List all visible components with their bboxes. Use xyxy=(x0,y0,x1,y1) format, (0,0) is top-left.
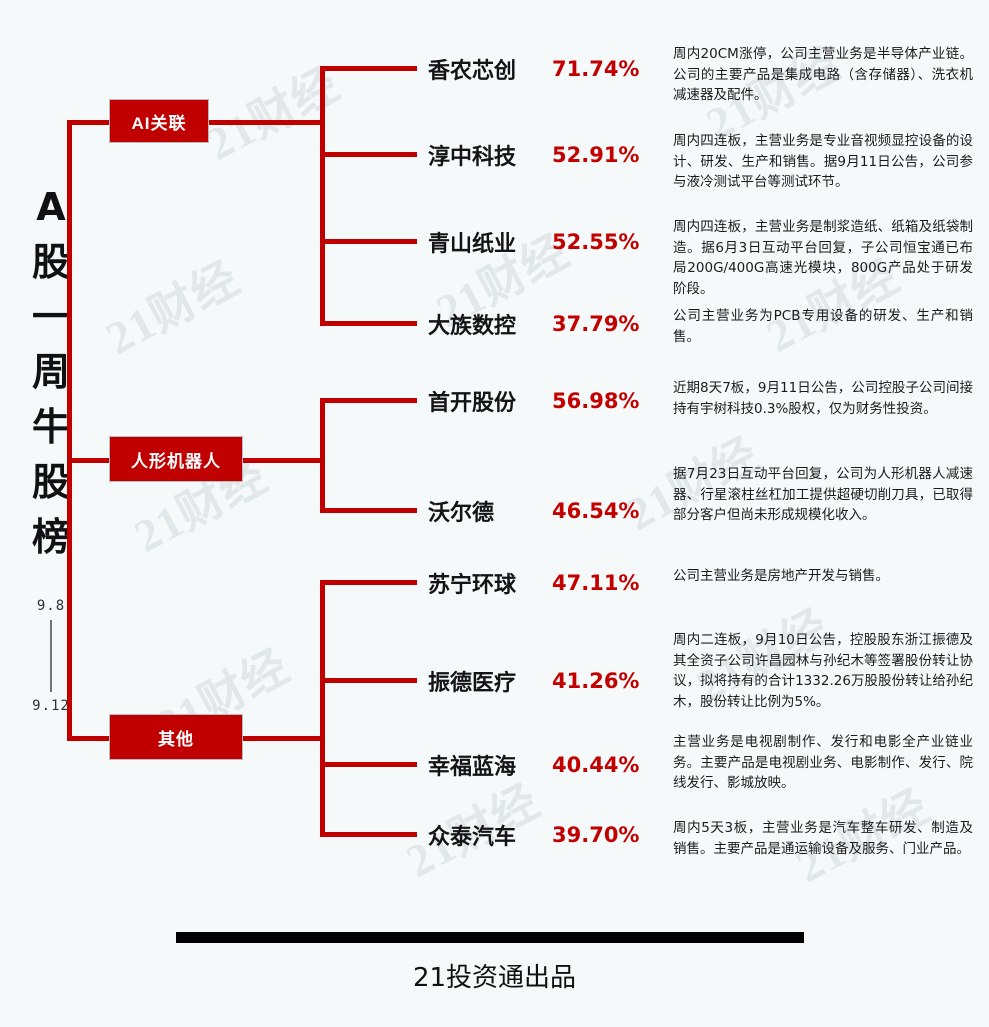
date-range-end: 9.12 xyxy=(32,698,70,714)
root-branch-ai xyxy=(67,120,109,125)
stock-row[interactable]: 首开股份 56.98% xyxy=(428,384,639,418)
category-label: 其他 xyxy=(158,729,194,749)
other-spine xyxy=(320,580,325,837)
title-char: 牛 xyxy=(31,405,70,449)
title-char: 股 xyxy=(31,240,70,284)
stock-row[interactable]: 淳中科技 52.91% xyxy=(428,138,639,172)
stock-row[interactable]: 大族数控 37.79% xyxy=(428,307,639,341)
stock-percent: 37.79% xyxy=(552,312,640,336)
title-char: A xyxy=(36,185,66,229)
stock-name: 香农芯创 xyxy=(428,59,517,84)
title-char: 周 xyxy=(31,350,70,394)
stock-percent: 39.70% xyxy=(552,823,640,847)
stock-percent: 56.98% xyxy=(552,389,640,413)
stock-row[interactable]: 苏宁环球 47.11% xyxy=(428,566,639,600)
stock-percent: 71.74% xyxy=(552,57,640,81)
ai-leaf-line-2 xyxy=(320,152,417,157)
ai-leaf-line-4 xyxy=(320,321,417,326)
ai-leaf-line-3 xyxy=(320,239,417,244)
footer-divider xyxy=(176,932,804,943)
stock-row[interactable]: 振德医疗 41.26% xyxy=(428,664,639,698)
stock-percent: 52.91% xyxy=(552,143,640,167)
other-leaf-line-2 xyxy=(320,678,417,683)
title-char: 一 xyxy=(31,295,70,339)
category-box-humanoid[interactable]: 人形机器人 xyxy=(109,436,243,482)
root-branch-humanoid xyxy=(67,458,109,463)
stock-name: 众泰汽车 xyxy=(428,825,517,850)
date-range: 9.8 9.12 xyxy=(12,598,90,714)
stock-row[interactable]: 幸福蓝海 40.44% xyxy=(428,748,639,782)
humanoid-stem xyxy=(243,458,325,463)
stock-percent: 52.55% xyxy=(552,230,640,254)
stock-name: 沃尔德 xyxy=(428,501,495,526)
other-stem xyxy=(243,736,325,741)
watermark-text: 21财经 xyxy=(97,252,248,364)
stock-row[interactable]: 香农芯创 71.74% xyxy=(428,52,639,86)
stock-description: 周内20CM涨停，公司主营业务是半导体产业链。公司的主要产品是集成电路（含存储器… xyxy=(673,46,973,103)
category-label: 人形机器人 xyxy=(131,451,221,471)
stock-description: 近期8天7板，9月11日公告，公司控股子公司间接持有宇树科技0.3%股权，仅为财… xyxy=(673,380,973,417)
stock-description: 据7月23日互动平台回复，公司为人形机器人减速器、行星滚柱丝杠加工提供超硬切削刀… xyxy=(673,466,973,523)
stock-description: 公司主营业务是房地产开发与销售。 xyxy=(673,568,889,584)
ai-leaf-line-1 xyxy=(320,66,417,71)
stock-name: 苏宁环球 xyxy=(428,573,517,598)
ai-spine xyxy=(320,66,325,324)
humanoid-leaf-line-2 xyxy=(320,508,417,513)
stock-row[interactable]: 众泰汽车 39.70% xyxy=(428,818,639,852)
stock-name: 淳中科技 xyxy=(428,145,517,170)
stock-name: 幸福蓝海 xyxy=(428,755,517,780)
stock-name: 首开股份 xyxy=(428,391,517,416)
stock-percent: 47.11% xyxy=(552,571,640,595)
footer-brand: 21投资通出品 xyxy=(412,963,577,993)
stock-name: 青山纸业 xyxy=(428,232,517,257)
title-char: 榜 xyxy=(31,515,70,559)
humanoid-spine xyxy=(320,398,325,513)
stock-description: 公司主营业务为PCB专用设备的研发、生产和销售。 xyxy=(673,308,973,345)
page-title: A 股 一 周 牛 股 榜 xyxy=(12,180,90,565)
stock-description: 周内四连板，主营业务是专业音视频显控设备的设计、研发、生产和销售。据9月11日公… xyxy=(673,133,973,190)
stock-description: 周内四连板，主营业务是制浆造纸、纸箱及纸袋制造。据6月3日互动平台回复，子公司恒… xyxy=(673,219,973,297)
stock-percent: 46.54% xyxy=(552,499,640,523)
stock-percent: 40.44% xyxy=(552,753,640,777)
humanoid-leaf-line-1 xyxy=(320,398,417,403)
category-label: AI关联 xyxy=(131,113,187,133)
stock-row[interactable]: 沃尔德 46.54% xyxy=(428,494,639,528)
stock-description: 主营业务是电视剧制作、发行和电影全产业链业务。主要产品是电视剧业务、电影制作、发… xyxy=(673,734,973,791)
stock-name: 大族数控 xyxy=(428,314,517,339)
other-leaf-line-3 xyxy=(320,762,417,767)
other-leaf-line-4 xyxy=(320,832,417,837)
stock-name: 振德医疗 xyxy=(428,671,517,696)
stock-row[interactable]: 青山纸业 52.55% xyxy=(428,225,639,259)
other-leaf-line-1 xyxy=(320,580,417,585)
stock-description: 周内5天3板，主营业务是汽车整车研发、制造及销售。主要产品是通运输设备及服务、门… xyxy=(673,820,973,857)
stock-percent: 41.26% xyxy=(552,669,640,693)
root-spine xyxy=(67,120,72,740)
title-char: 股 xyxy=(31,460,70,504)
date-range-start: 9.8 xyxy=(36,598,66,614)
ai-stem xyxy=(209,120,325,125)
category-box-other[interactable]: 其他 xyxy=(109,714,243,760)
stock-description: 周内二连板，9月10日公告，控股股东浙江振德及其全资子公司许昌园林与孙纪木等签署… xyxy=(673,632,973,710)
root-branch-other xyxy=(67,736,109,741)
date-range-divider xyxy=(50,620,52,692)
category-box-ai[interactable]: AI关联 xyxy=(109,99,209,143)
